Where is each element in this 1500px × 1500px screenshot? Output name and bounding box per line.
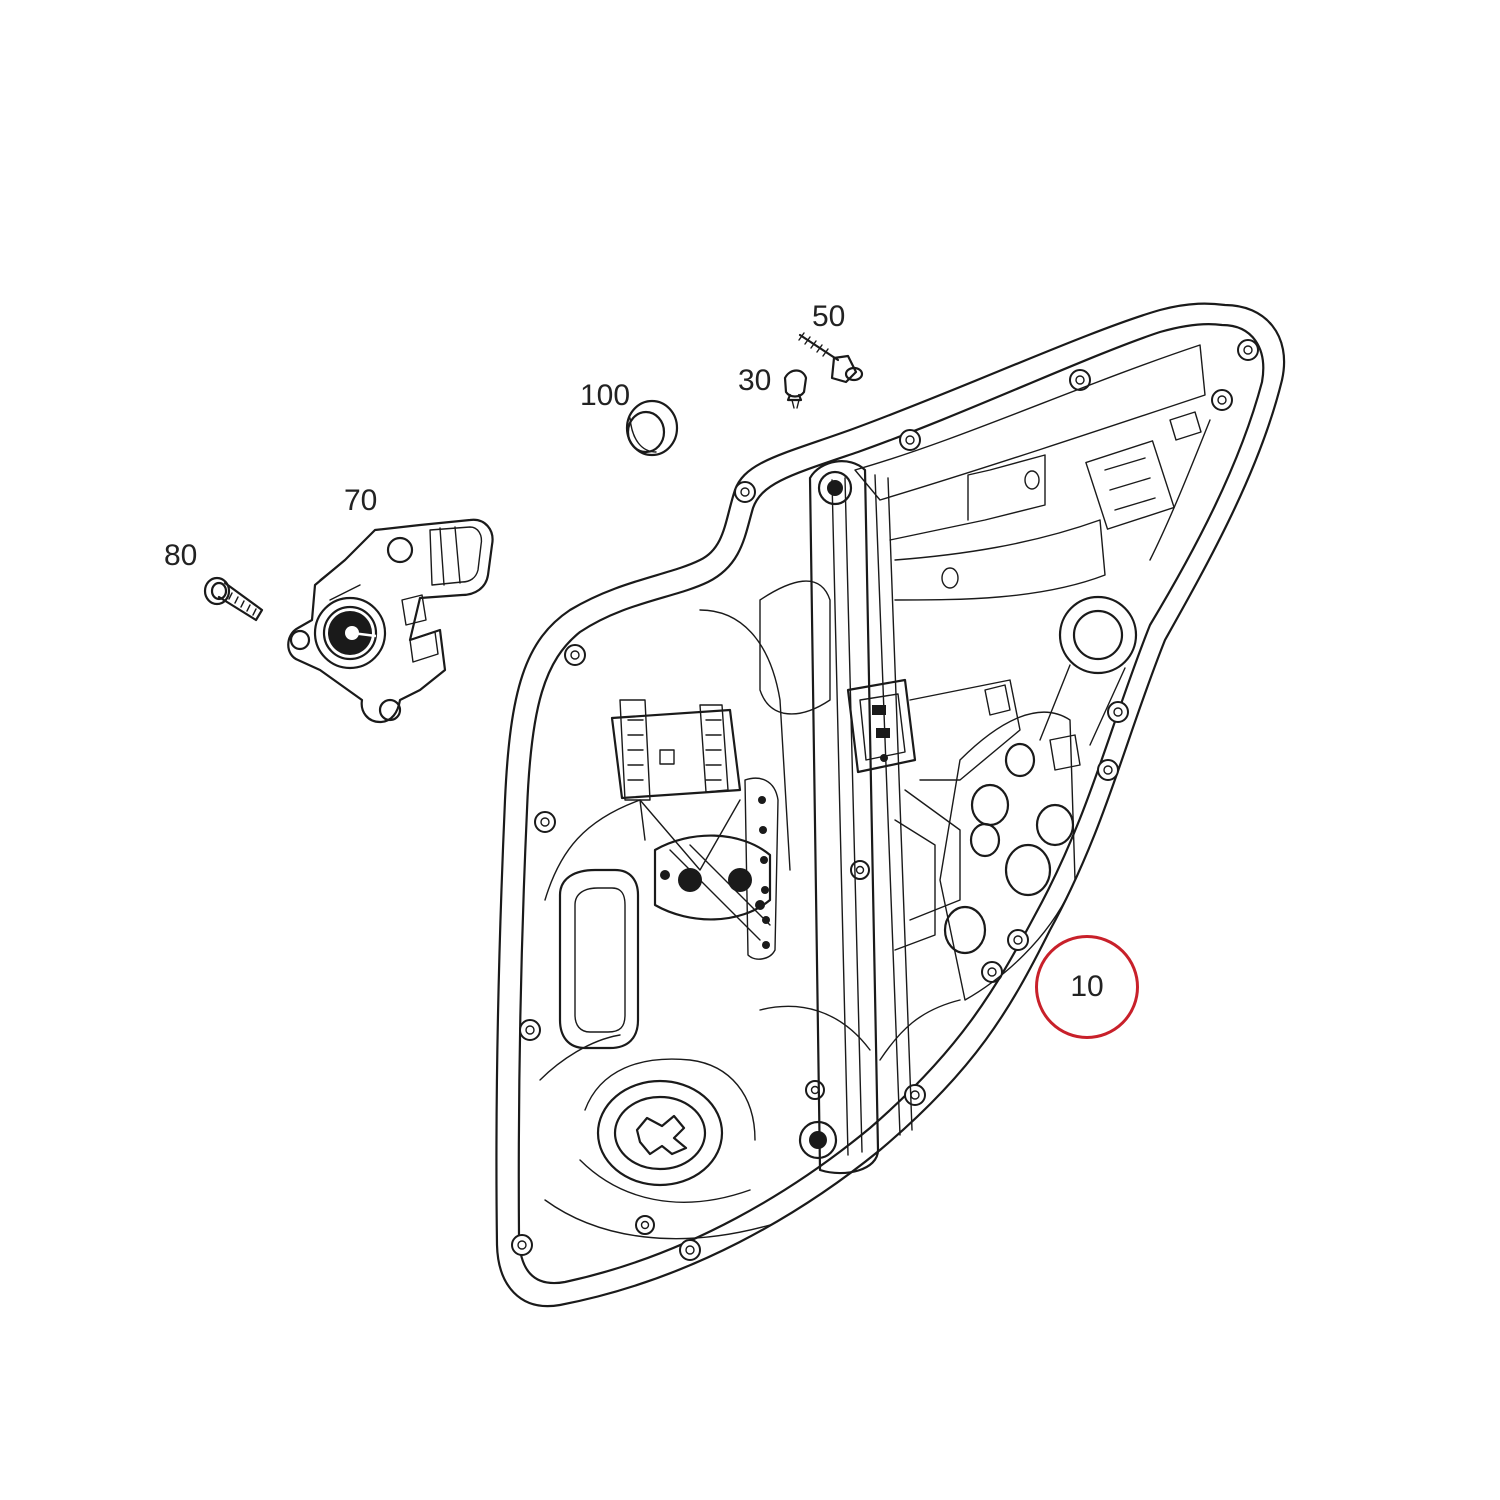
- callout-10-label: 10: [1070, 970, 1104, 1003]
- callout-50: 50: [812, 300, 846, 333]
- callout-80: 80: [164, 539, 198, 572]
- callout-70: 70: [344, 484, 378, 517]
- cable-pulley-assembly: [639, 777, 779, 960]
- window-regulator-motor: [287, 518, 494, 724]
- perimeter-mounting-bolts: [511, 339, 1259, 1261]
- screw-part-50: [798, 332, 864, 384]
- bolt-part-80: [203, 576, 264, 622]
- regulator-clip-bracket: [610, 699, 742, 801]
- callout-10-highlighted: 10: [1035, 935, 1139, 1039]
- clip-part-30: [783, 369, 808, 409]
- door-carrier-panel: [495, 302, 1286, 1308]
- glass-carrier-slider: [846, 678, 917, 774]
- lightening-holes: [941, 470, 1075, 955]
- plug-part-100: [625, 399, 679, 457]
- callout-100: 100: [580, 379, 631, 412]
- callout-30: 30: [738, 364, 772, 397]
